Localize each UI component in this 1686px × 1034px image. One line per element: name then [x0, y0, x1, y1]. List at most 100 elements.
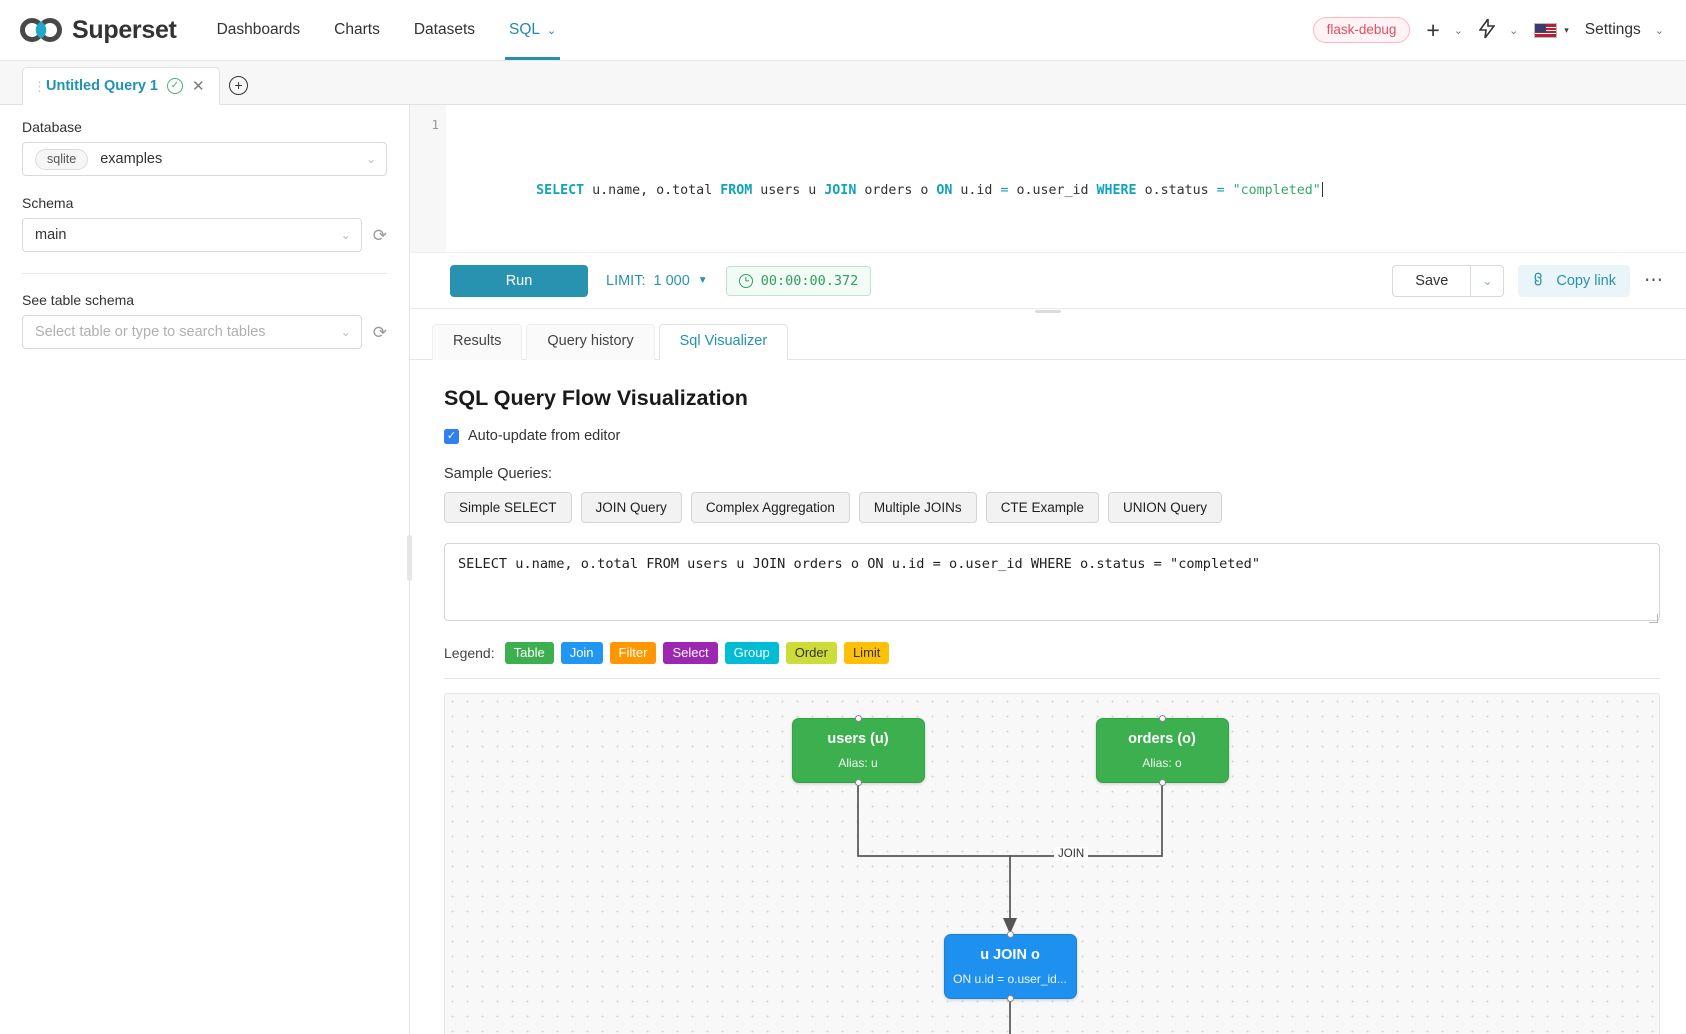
- close-icon[interactable]: ✕: [192, 77, 205, 95]
- node-handle-bottom[interactable]: [854, 779, 862, 786]
- run-button[interactable]: Run: [450, 264, 588, 297]
- toolbar-right-group: Save ⌄ Copy link ⋯: [1392, 264, 1664, 297]
- chevron-down-icon: ▼: [697, 275, 708, 286]
- clock-icon: [738, 273, 753, 288]
- editor-resize-handle[interactable]: [1035, 310, 1061, 313]
- save-dropdown-button[interactable]: ⌄: [1470, 264, 1505, 297]
- nav-link-datasets[interactable]: Datasets: [414, 0, 475, 60]
- node-handle-bottom[interactable]: [1006, 995, 1014, 1002]
- workspace: Database sqlite examples ⌄ Schema main ⌄…: [0, 105, 1686, 1034]
- database-select-value: examples: [100, 151, 163, 167]
- node-handle-bottom[interactable]: [1158, 779, 1166, 786]
- flow-node-users-alias: Alias: u: [838, 755, 878, 770]
- navbar-right-group: flask-debug + ⌄ ⌄ ▾ Settings ⌄: [1312, 16, 1664, 43]
- right-pane: 1 SELECT u.name, o.total FROM users u JO…: [410, 105, 1686, 1034]
- legend-chip-order: Order: [785, 642, 837, 664]
- sidebar-resize-handle[interactable]: [407, 535, 412, 581]
- sql-visualizer-panel: SQL Query Flow Visualization ✓ Auto-upda…: [410, 360, 1686, 1034]
- sample-queries-row: Simple SELECT JOIN Query Complex Aggrega…: [444, 492, 1660, 523]
- link-icon: [1528, 268, 1552, 292]
- nav-link-sql[interactable]: SQL ⌄: [504, 0, 561, 60]
- legend-chip-limit: Limit: [843, 642, 890, 664]
- node-handle-top[interactable]: [1158, 715, 1166, 722]
- save-button-group: Save ⌄: [1392, 264, 1505, 297]
- sample-button-join-query[interactable]: JOIN Query: [580, 492, 682, 523]
- settings-menu[interactable]: Settings ⌄: [1585, 21, 1664, 39]
- editor-code-area[interactable]: SELECT u.name, o.total FROM users u JOIN…: [446, 105, 1686, 252]
- spacer: [22, 176, 387, 195]
- legend-label: Legend:: [444, 645, 495, 661]
- copy-link-button[interactable]: Copy link: [1518, 264, 1630, 297]
- tab-sql-visualizer-label: Sql Visualizer: [679, 333, 768, 349]
- refresh-tables-icon[interactable]: ⟳: [372, 322, 387, 342]
- editor-line-number: 1: [431, 117, 439, 132]
- bolt-icon: [1478, 16, 1496, 42]
- sample-button-union-query[interactable]: UNION Query: [1107, 492, 1222, 523]
- nav-link-datasets-label: Datasets: [413, 21, 475, 38]
- flow-node-join[interactable]: u JOIN o ON u.id = o.user_id...: [943, 931, 1077, 1002]
- chevron-down-icon: ⌄: [1453, 24, 1464, 37]
- drag-handle-icon[interactable]: ⋮: [33, 78, 46, 94]
- sample-button-multiple-joins[interactable]: Multiple JOINs: [858, 492, 977, 523]
- nav-link-dashboards[interactable]: Dashboards: [217, 0, 301, 60]
- more-options-icon[interactable]: ⋯: [1644, 270, 1664, 291]
- nav-link-sql-label: SQL: [509, 21, 541, 38]
- sql-token-select: SELECT: [536, 183, 585, 198]
- auto-update-checkbox[interactable]: ✓: [444, 428, 459, 444]
- sql-input-textarea[interactable]: [444, 543, 1660, 621]
- flow-node-orders[interactable]: orders (o) Alias: o: [1095, 715, 1229, 786]
- copy-link-label: Copy link: [1556, 272, 1616, 289]
- sql-token-1: u.name, o.total: [584, 183, 721, 198]
- table-select-placeholder: Select table or type to search tables: [35, 324, 266, 340]
- sql-token-13: [1225, 183, 1233, 198]
- new-item-button[interactable]: + ⌄: [1426, 18, 1464, 42]
- database-engine-chip: sqlite: [35, 148, 89, 170]
- tab-results[interactable]: Results: [432, 324, 523, 360]
- tab-query-history[interactable]: Query history: [526, 324, 655, 360]
- schema-select-value: main: [35, 227, 67, 243]
- sql-editor[interactable]: 1 SELECT u.name, o.total FROM users u JO…: [410, 105, 1686, 253]
- refresh-schema-icon[interactable]: ⟳: [372, 225, 387, 245]
- query-tab-label: Untitled Query 1: [46, 78, 158, 94]
- flow-node-users[interactable]: users (u) Alias: u: [791, 715, 925, 786]
- brand-logo-group[interactable]: Superset: [20, 16, 177, 45]
- legend-chip-select: Select: [663, 642, 718, 664]
- query-tab-untitled-query-1[interactable]: ⋮ Untitled Query 1 ✓ ✕: [22, 67, 220, 105]
- add-query-tab-button[interactable]: +: [220, 66, 258, 104]
- tab-sql-visualizer[interactable]: Sql Visualizer: [658, 324, 789, 360]
- schema-row: main ⌄ ⟳: [22, 218, 387, 252]
- flow-node-orders-alias: Alias: o: [1142, 755, 1182, 770]
- database-select[interactable]: sqlite examples ⌄: [22, 142, 387, 176]
- database-label: Database: [22, 119, 82, 135]
- tab-query-history-label: Query history: [547, 333, 634, 349]
- query-flow-canvas[interactable]: users (u) Alias: u orders (o) Alias: o J…: [444, 693, 1660, 1034]
- save-button[interactable]: Save: [1392, 264, 1471, 297]
- settings-label: Settings: [1584, 21, 1641, 38]
- auto-update-checkbox-row[interactable]: ✓ Auto-update from editor: [444, 428, 1660, 444]
- top-navbar: Superset Dashboards Charts Datasets SQL …: [0, 0, 1686, 61]
- node-handle-top[interactable]: [1006, 931, 1014, 938]
- sample-button-cte-example[interactable]: CTE Example: [985, 492, 1099, 523]
- bolt-menu-button[interactable]: ⌄: [1478, 16, 1518, 42]
- us-flag-icon: [1534, 22, 1558, 38]
- result-tab-bar: Results Query history Sql Visualizer: [410, 309, 1686, 360]
- chevron-down-icon: ⌄: [547, 24, 557, 37]
- nav-link-dashboards-label: Dashboards: [216, 21, 301, 38]
- schema-select[interactable]: main ⌄: [22, 218, 362, 252]
- language-selector[interactable]: ▾: [1534, 22, 1569, 38]
- editor-gutter: 1: [410, 105, 446, 252]
- sample-button-complex-aggregation[interactable]: Complex Aggregation: [690, 492, 850, 523]
- legend-chip-join: Join: [560, 642, 603, 664]
- triangle-down-icon: ▾: [1564, 24, 1569, 35]
- sample-button-simple-select[interactable]: Simple SELECT: [444, 492, 572, 523]
- table-select[interactable]: Select table or type to search tables ⌄: [22, 315, 362, 349]
- nav-link-charts[interactable]: Charts: [334, 0, 380, 60]
- legend-chip-group: Group: [724, 642, 779, 664]
- chevron-down-icon: ⌄: [1482, 273, 1493, 288]
- brand-name: Superset: [72, 15, 177, 44]
- sql-token-9: o.user_id: [1008, 183, 1097, 198]
- flow-node-join-title: u JOIN o: [980, 947, 1040, 964]
- flow-node-users-title: users (u): [827, 731, 889, 748]
- limit-dropdown[interactable]: LIMIT: 1 000 ▼: [606, 273, 708, 289]
- node-handle-top[interactable]: [854, 715, 862, 722]
